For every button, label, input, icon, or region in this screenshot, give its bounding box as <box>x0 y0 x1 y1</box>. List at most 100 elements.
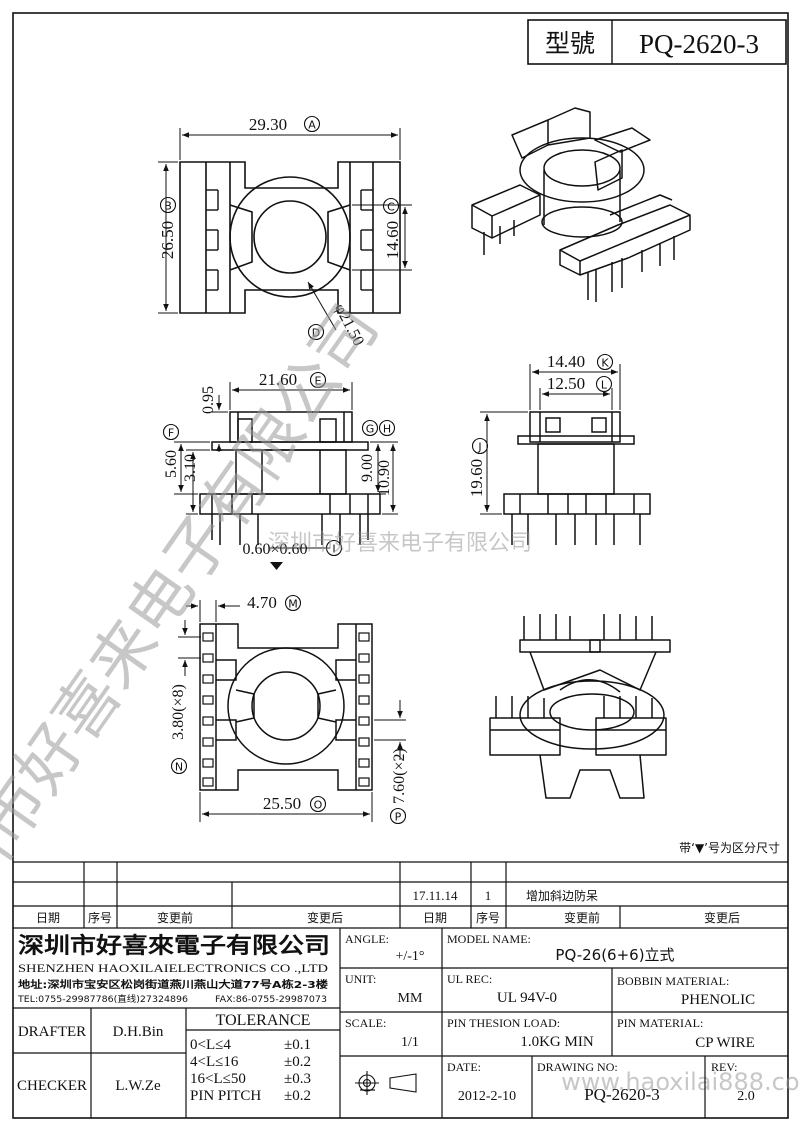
model-name-value: PQ-26(6+6)立式 <box>555 946 674 964</box>
tolerance-label: TOLERANCE <box>216 1012 311 1029</box>
dim-e-value: 21.60 <box>259 370 297 389</box>
pin-tension-value: 1.0KG MIN <box>520 1034 593 1050</box>
tolerance-value-4: ±0.2 <box>284 1088 311 1104</box>
dim-k-value: 14.40 <box>547 352 585 371</box>
dim-d-tag: D <box>312 327 320 340</box>
dim-m-value: 4.70 <box>247 593 277 612</box>
front-view-dimensions <box>174 382 398 570</box>
dim-h-tag: H <box>383 423 391 436</box>
dim-m-tag: M <box>288 598 298 611</box>
dim-h2-value: 10.90 <box>376 460 393 496</box>
tolerance-range-1: 0<L≤4 <box>190 1037 231 1053</box>
company-name-en: SHENZHEN HAOXILAIELECTRONICS CO .,LTD <box>18 961 328 975</box>
model-header-value: PQ-2620-3 <box>639 29 759 59</box>
dim-f-small: 3.10 <box>182 454 199 482</box>
watermark-vertical: 深圳市好喜来电子有限公司 <box>0 292 393 964</box>
rev-header-date: 日期 <box>36 911 60 925</box>
tolerance-range-3: 16<L≤50 <box>190 1071 246 1087</box>
unit-label: UNIT: <box>345 972 376 986</box>
top-view <box>179 161 401 314</box>
dim-e-tag: E <box>315 375 322 388</box>
drafter-value: D.H.Bin <box>113 1024 164 1040</box>
rev-header-after2: 变更后 <box>704 910 740 925</box>
model-name-label: MODEL NAME: <box>447 932 531 946</box>
dim-l-value: 12.50 <box>547 374 585 393</box>
drawing-no-label: DRAWING NO: <box>537 1060 618 1074</box>
dim-n-tag: N <box>175 761 183 774</box>
rev-row-no: 1 <box>485 888 492 903</box>
top-view-dimensions <box>158 128 412 331</box>
bobbin-value: PHENOLIC <box>681 992 755 1008</box>
date-value: 2012-2-10 <box>458 1089 516 1104</box>
sheet-border <box>12 12 789 1119</box>
titleblock-grid <box>13 928 788 1118</box>
rev-row-change: 增加斜边防呆 <box>526 888 598 903</box>
ul-value: UL 94V-0 <box>497 990 557 1006</box>
scale-symbol-icon <box>355 1071 417 1095</box>
date-label: DATE: <box>447 1060 481 1074</box>
dim-f-tag: F <box>168 427 174 440</box>
side-view <box>503 411 651 545</box>
dim-o-value: 25.50 <box>263 794 301 813</box>
rev-value: 2.0 <box>737 1089 755 1104</box>
tolerance-range-4: PIN PITCH <box>190 1088 261 1104</box>
company-name-cn: 深圳市好喜來電子有限公司 <box>18 933 330 959</box>
rev-header-no: 序号 <box>88 910 112 925</box>
revision-table <box>13 861 788 929</box>
side-view-dimensions <box>480 364 621 515</box>
dim-b-value: 26.50 <box>158 221 177 259</box>
bottom-view-labels: 4.70 M 3.80(×8) N 25.50 O 7.60(×2) P <box>170 593 408 825</box>
front-view-labels: 21.60 E 0.95 5.60 F 3.10 G H 9.00 10.90 … <box>162 370 396 558</box>
model-header: 型號 PQ-2620-3 <box>527 19 787 65</box>
titleblock-text: 深圳市好喜來電子有限公司 SHENZHEN HAOXILAIELECTRONIC… <box>17 932 755 1104</box>
tolerance-value-2: ±0.2 <box>284 1054 311 1070</box>
dim-e-small: 0.95 <box>200 386 217 414</box>
rev-row-date: 17.11.14 <box>412 888 458 903</box>
tolerance-range-2: 4<L≤16 <box>190 1054 239 1070</box>
dim-j-tag: J <box>477 441 481 454</box>
company-tel: TEL:0755-29987786(直线)27324896 <box>17 993 188 1005</box>
rev-header-before2: 变更前 <box>564 910 600 925</box>
drafter-label: DRAFTER <box>18 1024 86 1040</box>
dim-l-tag: L <box>601 379 608 392</box>
rev-header-after: 变更后 <box>307 910 343 925</box>
dim-k-tag: K <box>601 357 609 370</box>
company-address: 地址:深圳市宝安区松岗街道燕川燕山大道77号A栋2-3楼 <box>18 978 328 991</box>
pin-tension-label: PIN THESION LOAD: <box>447 1016 560 1030</box>
dim-b-tag: B <box>164 200 172 213</box>
rev-header-date2: 日期 <box>423 911 447 925</box>
rev-label: REV: <box>711 1060 737 1074</box>
tolerance-value-3: ±0.3 <box>284 1071 311 1087</box>
dim-a-tag: A <box>308 119 316 132</box>
scale-value: 1/1 <box>401 1035 419 1050</box>
rev-header-before: 变更前 <box>157 910 193 925</box>
watermark-url: www.haoxilai888.com <box>561 1068 800 1096</box>
pin-material-label: PIN MATERIAL: <box>617 1016 703 1030</box>
ul-label: UL REC: <box>447 972 492 986</box>
dim-n-value: 3.80(×8) <box>170 684 187 740</box>
revision-table-text: 日期 序号 变更前 变更后 日期 序号 变更前 变更后 17.11.14 1 增… <box>36 888 740 925</box>
rev-header-no2: 序号 <box>476 910 500 925</box>
checker-value: L.W.Ze <box>115 1078 161 1094</box>
dim-j-value: 19.60 <box>467 459 486 497</box>
iso-view-bottom <box>489 614 671 799</box>
dim-p-tag: P <box>395 811 402 824</box>
bobbin-label: BOBBIN MATERIAL: <box>617 974 729 988</box>
side-view-labels: 14.40 K 12.50 L 19.60 J <box>467 352 614 497</box>
dim-p-value: 7.60(×2) <box>391 748 408 804</box>
model-header-label: 型號 <box>545 29 595 58</box>
dim-f-value: 5.60 <box>163 450 180 478</box>
angle-label: ANGLE: <box>345 932 389 946</box>
iso-view-top <box>471 107 691 302</box>
checker-label: CHECKER <box>17 1078 87 1094</box>
dim-a-value: 29.30 <box>249 115 287 134</box>
front-view <box>199 411 381 545</box>
bottom-view <box>199 623 373 791</box>
company-fax: FAX:86-0755-29987073 <box>215 995 327 1005</box>
dim-i-tag: I <box>332 543 335 556</box>
note-text: 带‘▼’号为区分尺寸 <box>679 841 780 855</box>
bottom-view-dimensions <box>178 600 406 822</box>
angle-value: +/-1° <box>395 949 424 964</box>
pin-material-value: CP WIRE <box>695 1035 755 1051</box>
